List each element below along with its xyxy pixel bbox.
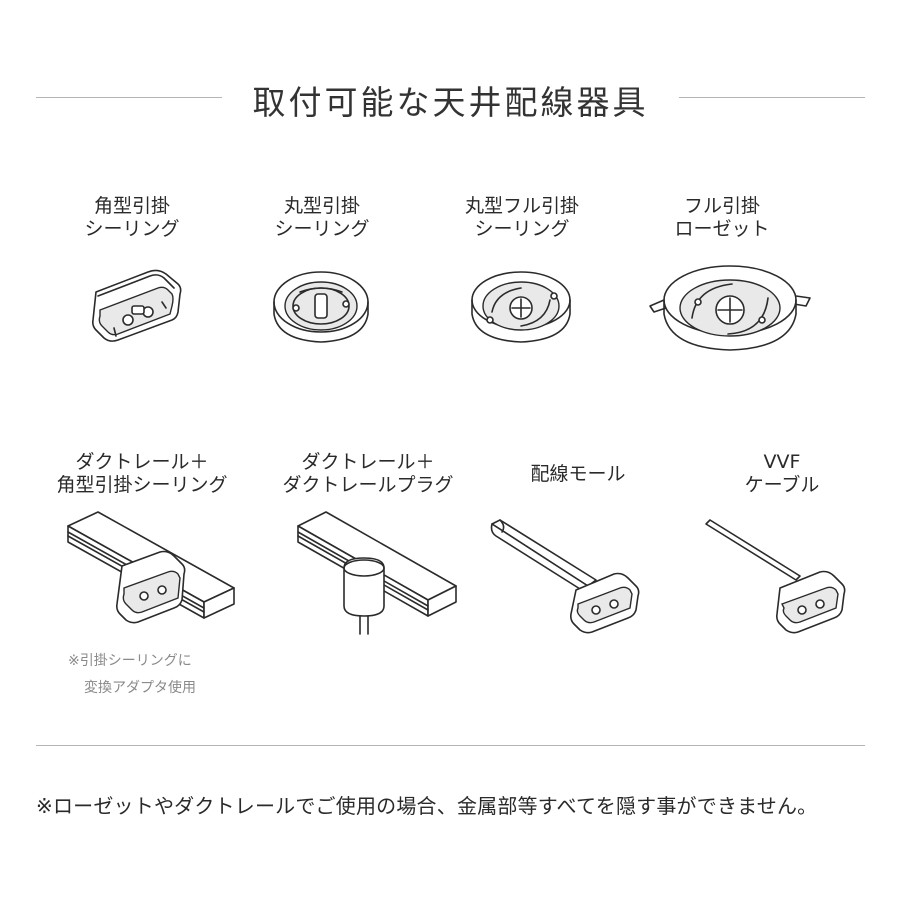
label-line1: ダクトレール＋ [75,451,209,473]
adapter-note: ※引掛シーリングに 変換アダプタ使用 [68,648,196,702]
label-line2: ダクトレールプラグ [282,474,454,496]
label-full-hook-rosette: フル引掛 ローゼット [612,195,832,241]
label-line1: フル引掛 [683,195,760,217]
duct-rail-square-ceiling-icon [67,511,235,624]
label-round-ceiling-hook: 丸型引掛 シーリング [212,195,432,241]
label-line1: 角型引掛 [93,195,170,217]
footer-divider [36,745,865,746]
page-title: 取付可能な天井配線器具 [252,83,649,122]
vvf-cable-icon [705,519,846,634]
label-line2: 角型引掛シーリング [56,474,228,496]
label-line2: シーリング [84,218,180,240]
label-round-full-ceiling-hook: 丸型フル引掛 シーリング [412,195,632,241]
wiring-molding-icon [490,519,640,634]
label-vvf-cable: VVF ケーブル [672,451,892,497]
label-line1: VVF [763,451,801,473]
full-hook-rosette-icon [649,265,811,351]
label-line2: ローゼット [674,218,770,240]
title-row: 取付可能な天井配線器具 [0,70,900,130]
note-line2: 変換アダプタ使用 [84,680,196,696]
footer-note: ※ローゼットやダクトレールでご使用の場合、金属部等すべてを隠す事ができません。 [36,794,818,818]
title-rule-left [36,97,222,98]
round-ceiling-hook-icon [273,271,369,343]
square-ceiling-hook-icon [92,269,182,342]
note-line1: ※引掛シーリングに [68,653,192,669]
label-wiring-molding: 配線モール [468,463,688,486]
title-rule-right [679,97,865,98]
label-line2: シーリング [274,218,370,240]
label-line1: 配線モール [530,463,626,485]
label-duct-rail-square-ceiling: ダクトレール＋ 角型引掛シーリング [32,451,252,497]
round-full-ceiling-hook-icon [471,271,571,343]
label-line2: シーリング [474,218,570,240]
label-square-ceiling-hook: 角型引掛 シーリング [22,195,242,241]
duct-rail-plug-icon [297,511,457,635]
label-line1: ダクトレール＋ [301,451,435,473]
label-duct-rail-plug: ダクトレール＋ ダクトレールプラグ [258,451,478,497]
label-line1: 丸型引掛 [283,195,360,217]
label-line2: ケーブル [744,474,820,496]
label-line1: 丸型フル引掛 [464,195,579,217]
